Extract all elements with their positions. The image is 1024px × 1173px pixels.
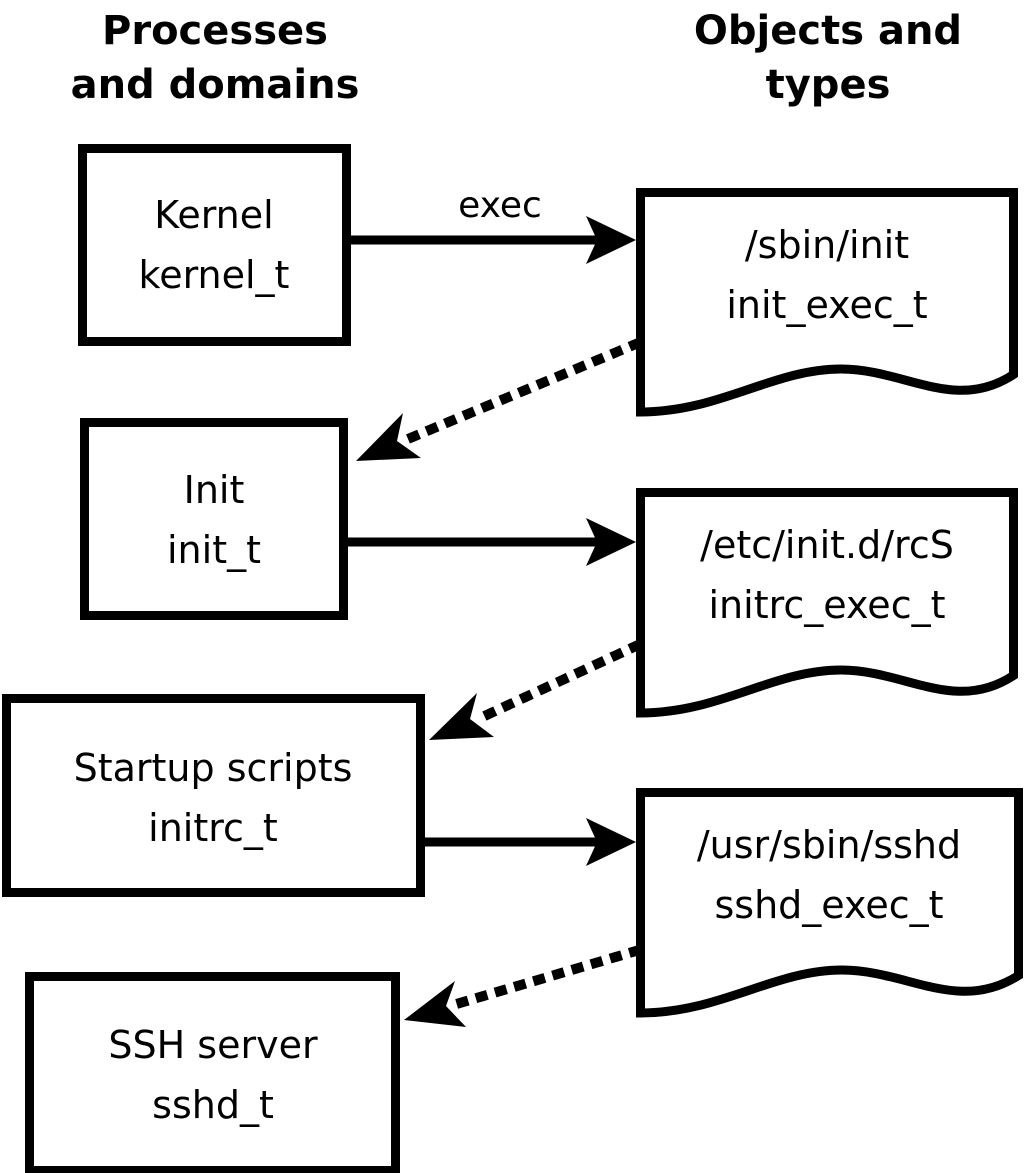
object-shape-initrc-exec[interactable] xyxy=(636,488,1018,718)
domain-name-kernel: Kernel xyxy=(154,193,273,237)
arrow-head-init-exec xyxy=(586,518,636,566)
arrow-head-initrc-transition xyxy=(429,693,494,740)
object-shape-sshd-exec[interactable] xyxy=(636,788,1023,1018)
object-path-init-exec: /sbin/init xyxy=(745,223,909,267)
edge-initrc-exec-sshd-exec xyxy=(425,818,636,866)
domain-type-initrc: initrc_t xyxy=(148,806,278,850)
arrow-head-init-transition xyxy=(356,413,421,461)
domain-box-sshd[interactable] xyxy=(25,972,400,1173)
column-header-objects-line1: Objects and xyxy=(694,8,962,54)
edge-line-init-transition xyxy=(396,337,643,448)
domain-name-sshd: SSH server xyxy=(108,1023,318,1067)
arrow-head-initrc-exec xyxy=(586,818,636,866)
column-header-processes: Processes and domains xyxy=(71,8,360,108)
object-type-sshd-exec: sshd_exec_t xyxy=(714,883,943,927)
edge-label-exec: exec xyxy=(458,185,542,226)
object-path-sshd-exec: /usr/sbin/sshd xyxy=(697,823,961,867)
object-type-initrc-exec: initrc_exec_t xyxy=(709,583,946,627)
domain-node-init[interactable]: Init init_t xyxy=(80,418,348,620)
domain-name-init: Init xyxy=(184,468,245,512)
object-type-init-exec: init_exec_t xyxy=(726,283,927,327)
object-node-sshd-exec[interactable]: /usr/sbin/sshd sshd_exec_t xyxy=(636,788,1023,1018)
object-node-initrc-exec[interactable]: /etc/init.d/rcS initrc_exec_t xyxy=(636,488,1018,718)
edge-line-sshd-transition xyxy=(446,944,643,1012)
domain-box-init[interactable] xyxy=(80,418,348,620)
edge-sshd-exec-transition-sshd xyxy=(404,944,643,1027)
domain-name-initrc: Startup scripts xyxy=(74,746,353,790)
domain-box-kernel[interactable] xyxy=(78,144,351,346)
domain-type-init: init_t xyxy=(167,528,261,572)
column-header-objects: Objects and types xyxy=(694,8,962,108)
edge-line-initrc-transition xyxy=(471,639,643,726)
edge-initrc-exec-transition-initrc xyxy=(429,639,643,740)
arrow-head-kernel-exec xyxy=(586,216,636,264)
domain-type-kernel: kernel_t xyxy=(139,253,290,297)
domain-type-sshd: sshd_t xyxy=(152,1083,274,1127)
object-shape-init-exec[interactable] xyxy=(636,188,1018,417)
domain-node-kernel[interactable]: Kernel kernel_t xyxy=(78,144,351,346)
column-header-objects-line2: types xyxy=(766,62,891,108)
object-node-init-exec[interactable]: /sbin/init init_exec_t xyxy=(636,188,1018,417)
domain-node-sshd[interactable]: SSH server sshd_t xyxy=(25,972,400,1173)
column-header-processes-line2: and domains xyxy=(71,62,360,108)
edge-init-exec-initrc-exec xyxy=(348,518,636,566)
edge-init-exec-transition-init xyxy=(356,337,643,461)
domain-node-initrc[interactable]: Startup scripts initrc_t xyxy=(2,694,425,897)
column-header-processes-line1: Processes xyxy=(102,8,328,54)
domain-box-initrc[interactable] xyxy=(2,694,425,897)
edge-kernel-exec-init-exec: exec xyxy=(350,185,636,264)
object-path-initrc-exec: /etc/init.d/rcS xyxy=(700,523,954,567)
arrow-head-sshd-transition xyxy=(404,981,466,1027)
